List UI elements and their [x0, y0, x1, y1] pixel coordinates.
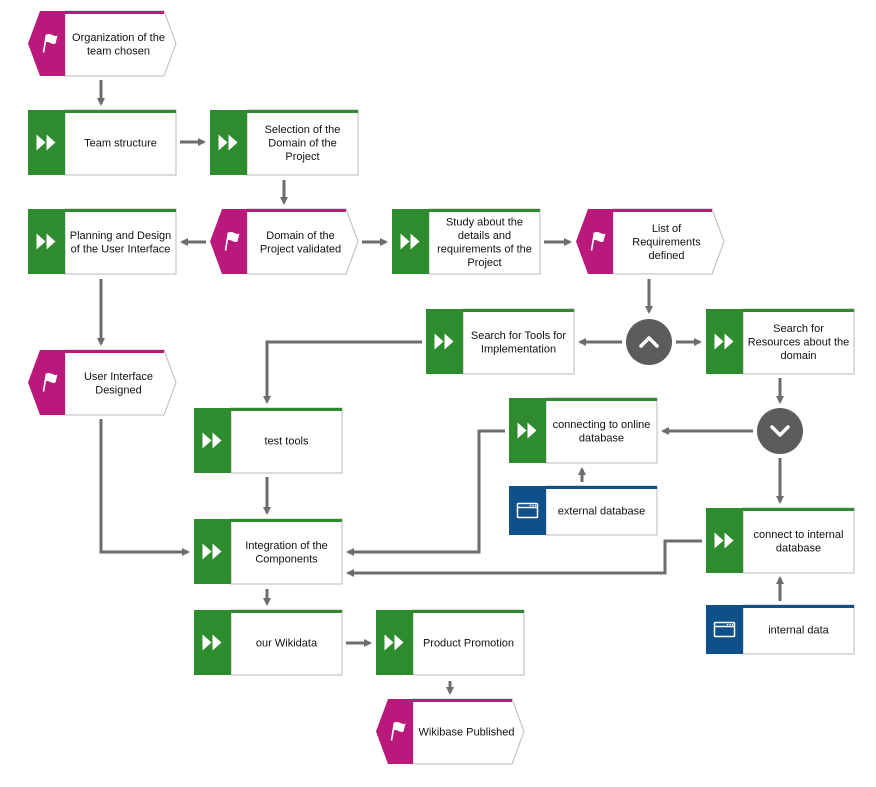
node-label-line: Product Promotion: [423, 638, 514, 650]
node-label-line: Domain of the: [266, 230, 334, 242]
chevron-up-icon: [639, 336, 659, 348]
node-label-line: external database: [558, 506, 645, 518]
function-node[interactable]: Team structure: [28, 109, 177, 176]
data-node[interactable]: external database: [509, 485, 658, 536]
flow-arrow-18: [99, 419, 190, 556]
and-join-connector[interactable]: [757, 408, 803, 454]
node-label-line: Integration of the: [245, 540, 328, 552]
node-label-line: Organization of the: [72, 32, 165, 44]
data-node[interactable]: internal data: [706, 604, 855, 655]
node-label-line: Requirements: [632, 237, 701, 249]
node-label-line: database: [776, 542, 821, 554]
node-label-line: Search for: [773, 323, 824, 335]
double-chevron-right-icon: [400, 233, 420, 250]
function-node[interactable]: test tools: [194, 407, 343, 474]
window-icon: [713, 621, 736, 638]
node-label-line: Wikibase Published: [419, 727, 515, 739]
node-label-line: Project: [467, 257, 501, 269]
flag-icon: [390, 722, 406, 741]
double-chevron-right-icon: [384, 634, 404, 651]
double-chevron-right-icon: [517, 422, 537, 439]
node-label-line: details and: [458, 230, 511, 242]
node-label-line: database: [579, 432, 624, 444]
chevron-down-icon: [770, 425, 790, 437]
flag-icon: [42, 34, 58, 53]
event-node[interactable]: Wikibase Published: [376, 698, 525, 765]
node-label-line: domain: [780, 350, 816, 362]
node-label-line: Domain of the: [268, 138, 336, 150]
function-node[interactable]: our Wikidata: [194, 609, 343, 676]
node-label-line: Planning and Design: [70, 230, 172, 242]
node-label-line: Project: [285, 151, 319, 163]
node-label-line: connect to internal: [754, 529, 844, 541]
node-label-line: Implementation: [481, 343, 556, 355]
node-label-line: List of: [652, 223, 682, 235]
flag-icon: [42, 373, 58, 392]
flow-arrow-11: [263, 340, 422, 404]
node-label-line: connecting to online: [553, 419, 651, 431]
node-label-line: team chosen: [87, 45, 150, 57]
function-node[interactable]: Product Promotion: [376, 609, 525, 676]
node-label-line: Resources about the: [748, 337, 850, 349]
double-chevron-right-icon: [36, 233, 56, 250]
node-label-line: Search for Tools for: [471, 330, 567, 342]
window-icon: [516, 502, 539, 519]
node-label-line: Project validated: [260, 243, 341, 255]
node-label-line: Study about the: [446, 216, 523, 228]
double-chevron-right-icon: [202, 634, 222, 651]
node-label-line: User Interface: [84, 371, 153, 383]
node-label-line: Team structure: [84, 138, 157, 150]
flow-arrow-20: [346, 539, 702, 577]
flag-icon: [590, 232, 606, 251]
node-label-line: defined: [648, 250, 684, 262]
node-label-line: of the User Interface: [71, 243, 171, 255]
double-chevron-right-icon: [202, 543, 222, 560]
double-chevron-right-icon: [714, 333, 734, 350]
node-label-line: requirements of the: [437, 243, 532, 255]
edges-layer: [97, 80, 784, 695]
flag-icon: [224, 232, 240, 251]
node-label-line: Designed: [95, 384, 141, 396]
node-label-line: test tools: [264, 436, 309, 448]
double-chevron-right-icon: [202, 432, 222, 449]
node-label-line: internal data: [768, 625, 829, 637]
double-chevron-right-icon: [434, 333, 454, 350]
node-label-line: Components: [255, 553, 318, 565]
double-chevron-right-icon: [36, 134, 56, 151]
double-chevron-right-icon: [714, 532, 734, 549]
double-chevron-right-icon: [218, 134, 238, 151]
flow-arrow-19: [346, 429, 505, 556]
node-label-line: our Wikidata: [256, 638, 318, 650]
and-split-connector[interactable]: [626, 319, 672, 365]
node-label-line: Selection of the: [265, 124, 341, 136]
